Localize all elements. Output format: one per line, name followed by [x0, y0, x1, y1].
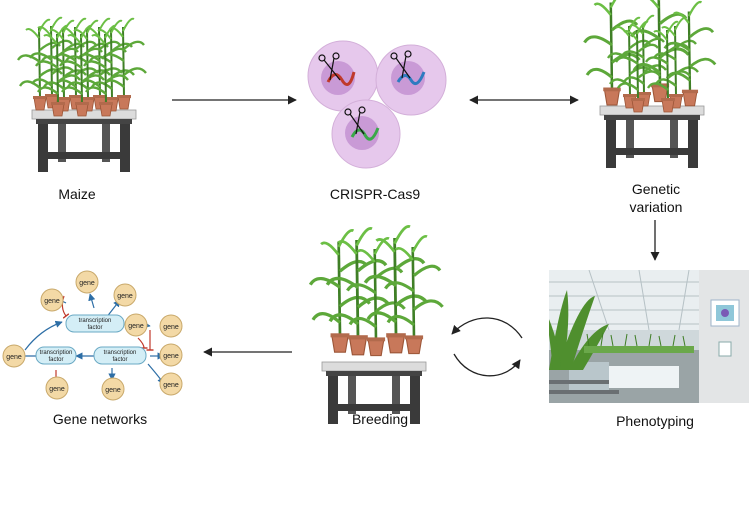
breeding-label: Breeding [351, 411, 409, 427]
gene-node: gene [45, 376, 69, 400]
svg-text:factor: factor [48, 357, 63, 363]
gene-node: gene [113, 283, 137, 307]
svg-text:gene: gene [6, 354, 22, 361]
svg-text:gene: gene [163, 382, 179, 389]
transcription-factor-node: transcription factor [93, 346, 147, 365]
transcription-factor-node: transcription factor [65, 314, 125, 333]
svg-text:transcription: transcription [104, 350, 137, 356]
gene-node: gene [159, 314, 183, 338]
transcription-factor-node: transcription factor [35, 346, 77, 365]
gene-node: gene [2, 344, 26, 368]
svg-text:gene: gene [44, 298, 60, 305]
gene-networks-label: Gene networks [52, 411, 148, 427]
gene-node: gene [159, 343, 183, 367]
svg-text:gene: gene [117, 293, 133, 300]
genetic-variation-label: Genetic variation [606, 180, 706, 216]
gene-node: gene [159, 372, 183, 396]
gene-node: gene [124, 313, 148, 337]
svg-text:gene: gene [105, 387, 121, 394]
svg-text:gene: gene [128, 323, 144, 330]
svg-text:gene: gene [163, 324, 179, 331]
svg-text:factor: factor [112, 357, 127, 363]
breeding-illustration [308, 224, 445, 425]
svg-text:gene: gene [79, 280, 95, 287]
arrow-phenotyping-to-breeding [451, 317, 523, 339]
phenotyping-greenhouse-photo [549, 270, 749, 403]
gene-network: gene gene gene gene gene gene gene gene [2, 270, 183, 401]
gene-node: gene [40, 288, 64, 312]
svg-text:factor: factor [87, 325, 102, 331]
genetic-variation-line2: variation [629, 199, 683, 215]
crispr-cells [307, 40, 447, 169]
genetic-variation-line1: Genetic [631, 181, 681, 197]
gene-node: gene [75, 270, 99, 294]
genetic-variation-illustration [583, 0, 717, 169]
maize-illustration [16, 16, 148, 173]
svg-text:transcription: transcription [79, 318, 112, 324]
gene-node: gene [101, 377, 125, 401]
svg-text:transcription: transcription [40, 350, 73, 356]
svg-text:gene: gene [49, 386, 65, 393]
phenotyping-label: Phenotyping [616, 413, 694, 429]
crispr-label: CRISPR-Cas9 [329, 186, 421, 202]
svg-text:gene: gene [163, 353, 179, 360]
maize-label: Maize [58, 186, 96, 202]
arrow-breeding-to-phenotyping [453, 353, 521, 377]
